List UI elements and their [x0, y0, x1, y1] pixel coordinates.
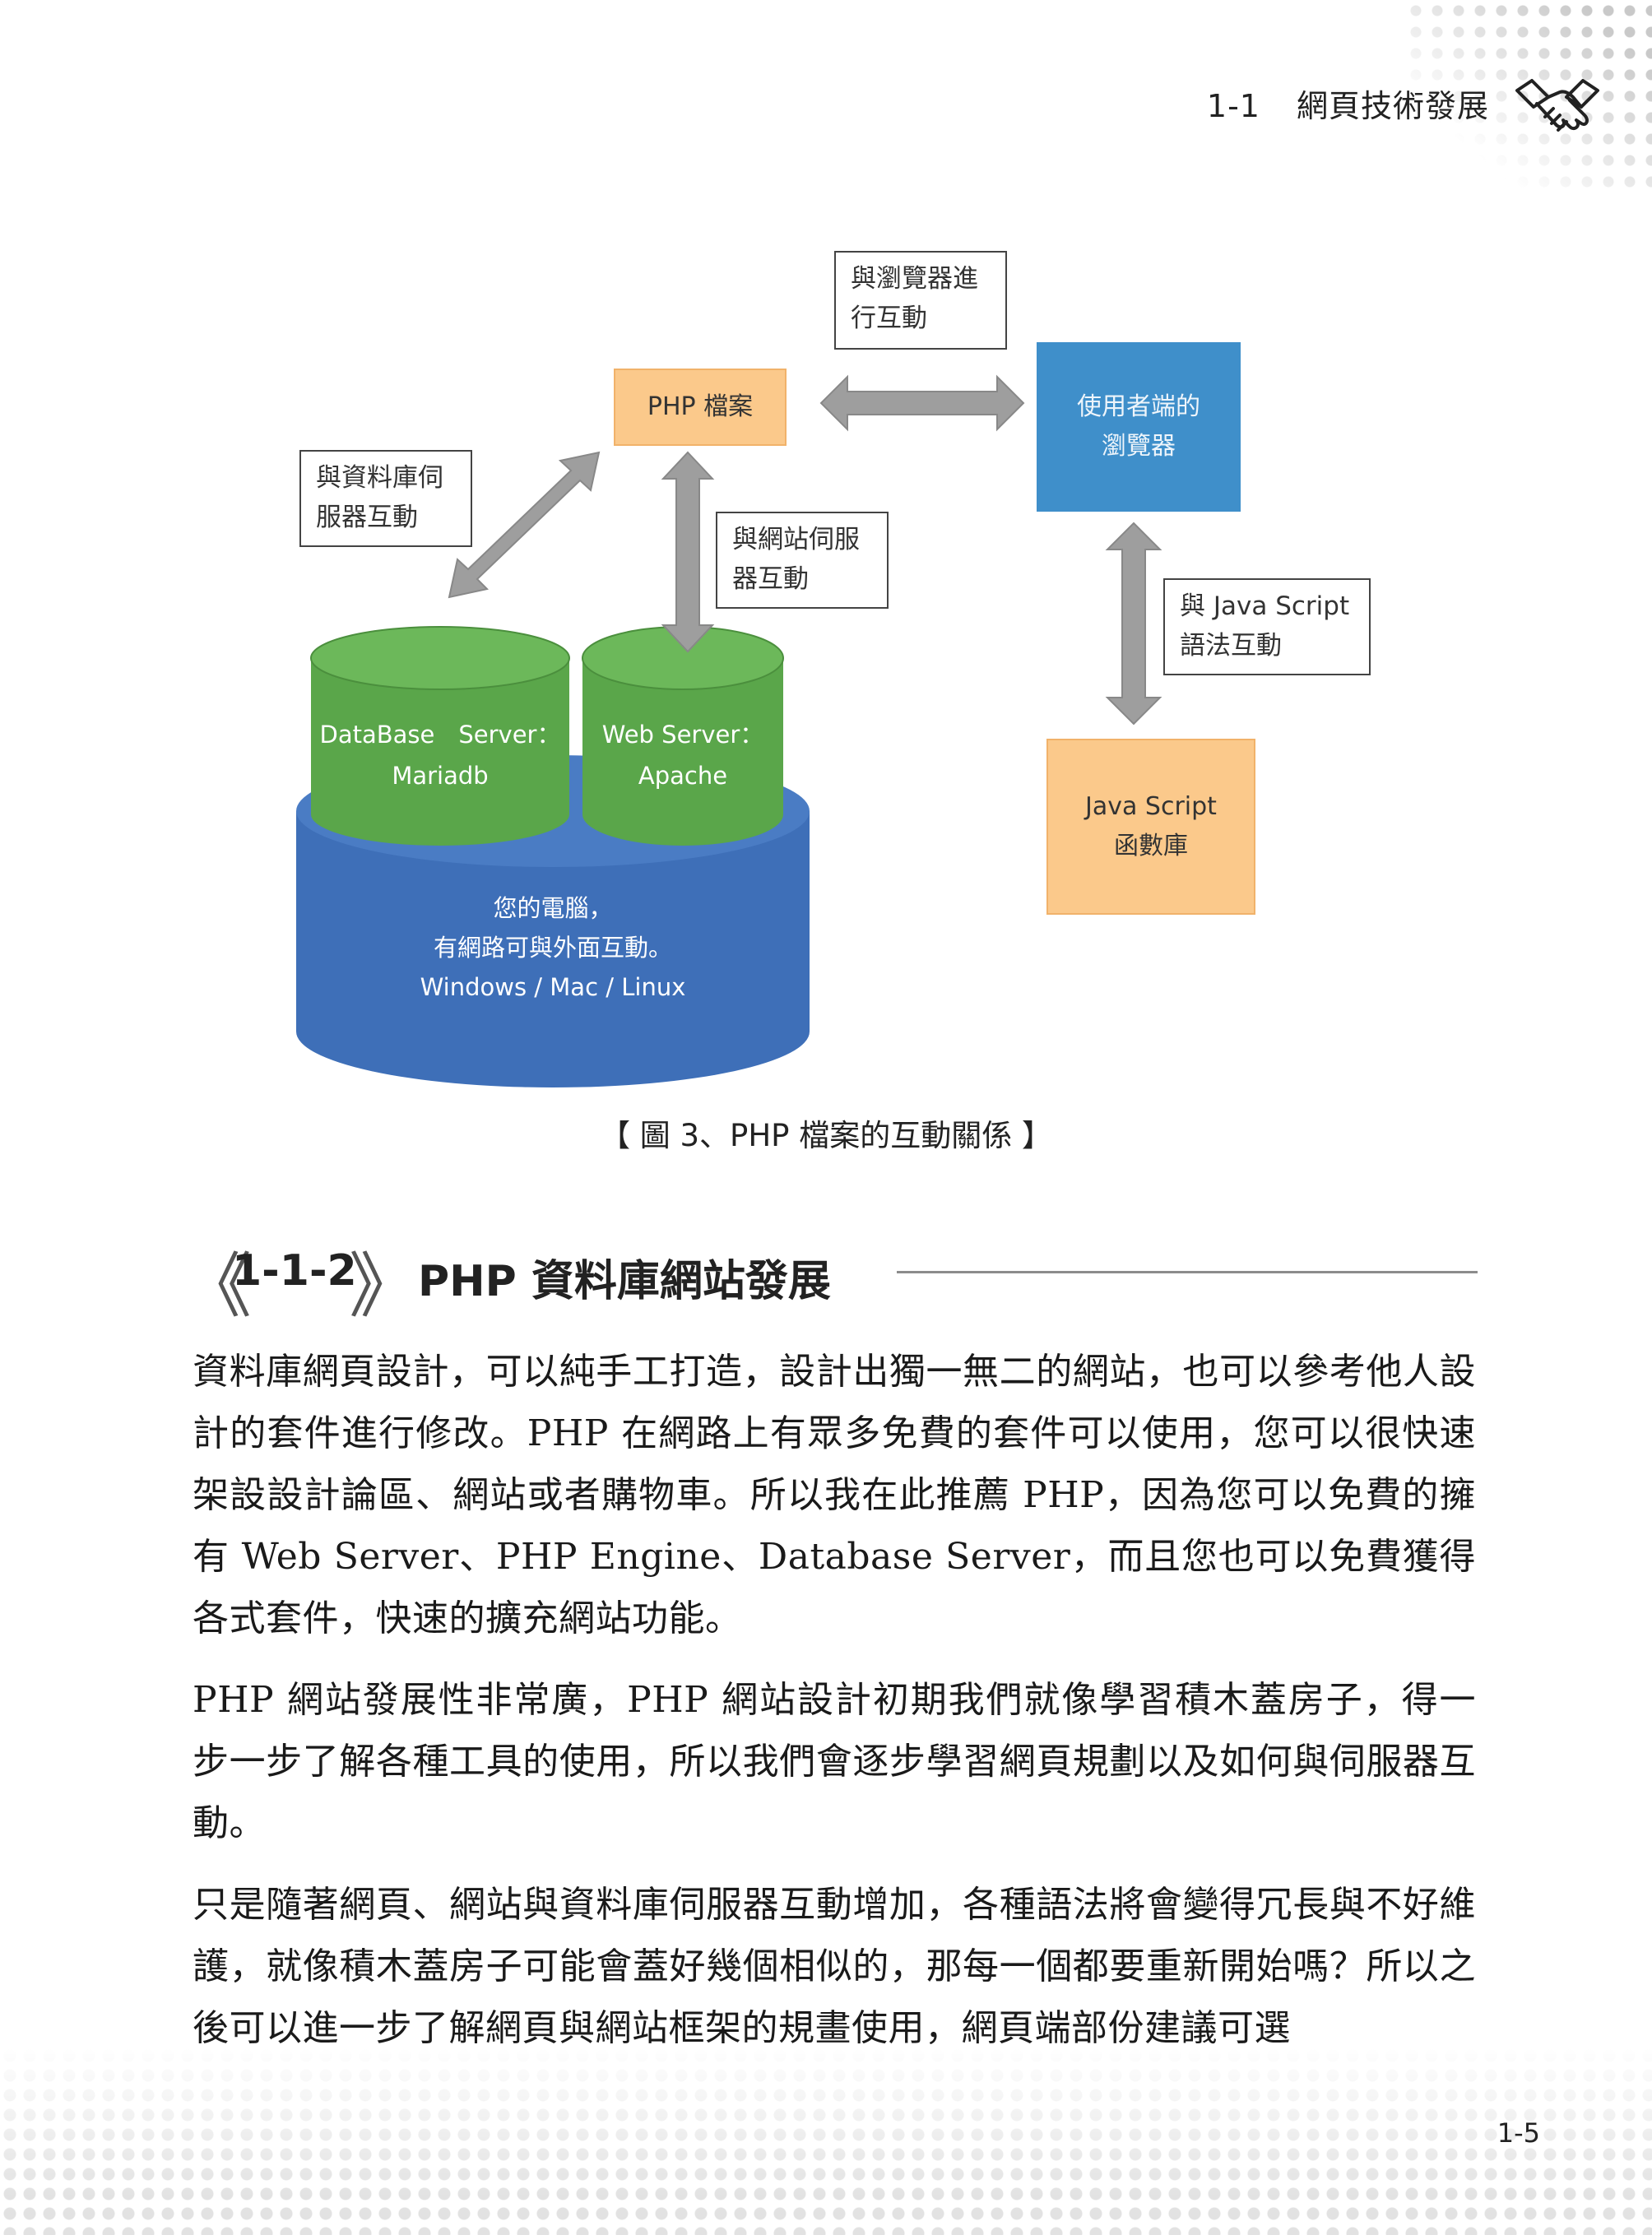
corner-dot-pattern — [1405, 0, 1652, 197]
section-bracket-close: 》 — [349, 1245, 420, 1328]
label-line: 服器互動 — [316, 503, 418, 532]
js-library-label-line: Java Script — [1085, 792, 1217, 821]
header-section-number: 1-1 — [1206, 88, 1260, 124]
database-server-cylinder — [310, 626, 570, 846]
browser-node: 使用者端的 瀏覽器 — [1037, 342, 1241, 512]
section-bracket-open: 《 — [181, 1245, 252, 1328]
arrow-php-webserver — [661, 451, 715, 653]
label-line: 器互動 — [732, 564, 809, 594]
php-file-node: PHP 檔案 — [614, 369, 787, 446]
label-line: 語法互動 — [1180, 631, 1282, 661]
web-server-cylinder — [582, 626, 784, 846]
label-db-interaction: 與資料庫伺 服器互動 — [299, 450, 472, 547]
web-server-line: Apache — [638, 762, 728, 790]
db-server-label: DataBase Server： Mariadb — [311, 714, 569, 796]
computer-label: 您的電腦， 有網路可與外面互動。 Windows / Mac / Linux — [296, 888, 810, 1007]
paragraph: 只是隨著網頁、網站與資料庫伺服器互動增加，各種語法將會變得冗長與不好維護，就像積… — [193, 1884, 1476, 2049]
js-library-node: Java Script 函數庫 — [1046, 739, 1255, 915]
arrow-php-browser — [819, 374, 1025, 432]
label-line: 與資料庫伺 — [316, 463, 443, 493]
interaction-diagram: 與瀏覽器進 行互動 與資料庫伺 服器互動 與網站伺服 器互動 與 Java Sc… — [296, 251, 1371, 1087]
body-text: 資料庫網頁設計，可以純手工打造，設計出獨一無二的網站，也可以參考他人設計的套件進… — [193, 1341, 1476, 2079]
footer-dot-pattern — [0, 2046, 1652, 2235]
label-line: 行互動 — [851, 304, 927, 333]
browser-label-line: 瀏覽器 — [1102, 432, 1176, 461]
figure-caption: 【 圖 3、PHP 檔案的互動關係 】 — [599, 1118, 1053, 1153]
label-js-interaction: 與 Java Script 語法互動 — [1163, 578, 1371, 675]
section-rule — [897, 1271, 1478, 1273]
section-number: 1-1-2 — [232, 1246, 357, 1296]
page-number: 1-5 — [1497, 2117, 1540, 2149]
db-server-line: Mariadb — [392, 762, 489, 790]
web-server-label: Web Server： Apache — [582, 714, 783, 796]
arrow-browser-js — [1105, 522, 1162, 726]
computer-line: 您的電腦， — [493, 894, 613, 922]
diagram-graphics — [296, 374, 1162, 1087]
computer-line: 有網路可與外面互動。 — [433, 934, 672, 962]
db-server-line: DataBase Server： — [319, 721, 561, 749]
section-title: PHP 資料庫網站發展 — [418, 1257, 831, 1306]
js-library-label-line: 函數庫 — [1114, 832, 1188, 860]
web-server-line: Web Server： — [601, 721, 764, 749]
running-header: 1-1 網頁技術發展 — [1207, 81, 1489, 126]
label-line: 與網站伺服 — [732, 525, 860, 554]
label-browser-interaction: 與瀏覽器進 行互動 — [834, 251, 1007, 350]
browser-label-line: 使用者端的 — [1077, 392, 1200, 421]
arrow-php-db — [448, 451, 601, 599]
label-line: 與瀏覽器進 — [851, 264, 978, 294]
paragraph: 資料庫網頁設計，可以純手工打造，設計出獨一無二的網站，也可以參考他人設計的套件進… — [193, 1351, 1476, 1639]
computer-line: Windows / Mac / Linux — [420, 973, 686, 1001]
handshake-icon — [1515, 79, 1599, 132]
paragraph: PHP 網站發展性非常廣，PHP 網站設計初期我們就像學習積木蓋房子，得一步一步… — [193, 1679, 1476, 1844]
php-file-label: PHP 檔案 — [647, 392, 754, 421]
header-section-title: 網頁技術發展 — [1296, 88, 1489, 124]
label-web-interaction: 與網站伺服 器互動 — [716, 512, 889, 609]
label-line: 與 Java Script — [1180, 591, 1350, 621]
